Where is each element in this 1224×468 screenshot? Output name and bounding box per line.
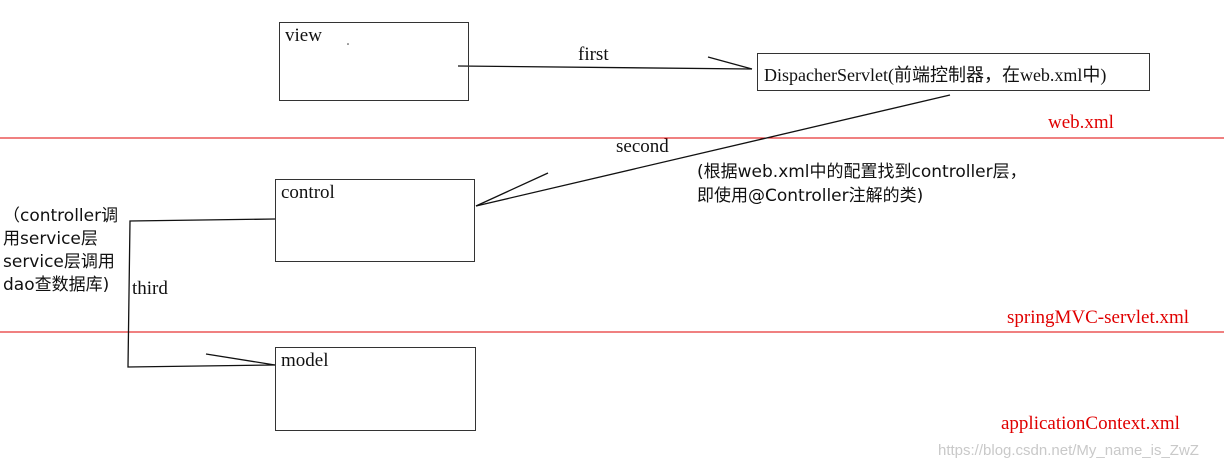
control-box: control [275,179,475,262]
layer-spring-label: springMVC-servlet.xml [1007,307,1190,328]
control-box-label: control [281,182,335,203]
model-box-label: model [281,350,329,371]
arrow-second-shaft [475,94,951,207]
arrow-third-path [127,218,276,368]
arrow-first-head [707,56,753,70]
view-box-label: view [285,25,322,46]
third-note-line4: dao查数据库) [3,275,110,295]
second-note-line2: 即使用@Controller注解的类) [697,186,924,206]
dispatcher-servlet-label: DispacherServlet(前端控制器，在web.xml中) [764,65,1107,85]
second-note-line1: (根据web.xml中的配置找到controller层， [697,162,1027,182]
third-note-line1: （controller调 [3,206,119,226]
arrow-first-shaft [457,65,753,70]
arrow-third-head [205,353,276,366]
model-box: model [275,347,476,431]
arrow-third-label: third [132,278,168,299]
arrow-second-head [475,172,549,207]
stray-dot [347,43,349,45]
arrow-second-label: second [616,136,669,157]
layer-app-label: applicationContext.xml [1001,413,1180,434]
watermark-text: https://blog.csdn.net/My_name_is_ZwZ [938,442,1199,459]
layer-web-label: web.xml [1048,112,1114,133]
view-box: view [279,22,469,101]
dispatcher-servlet-box: DispacherServlet(前端控制器，在web.xml中) [757,53,1150,91]
third-note-line3: service层调用 [3,252,115,272]
third-note-line2: 用service层 [3,229,98,249]
arrow-first-label: first [578,44,609,65]
